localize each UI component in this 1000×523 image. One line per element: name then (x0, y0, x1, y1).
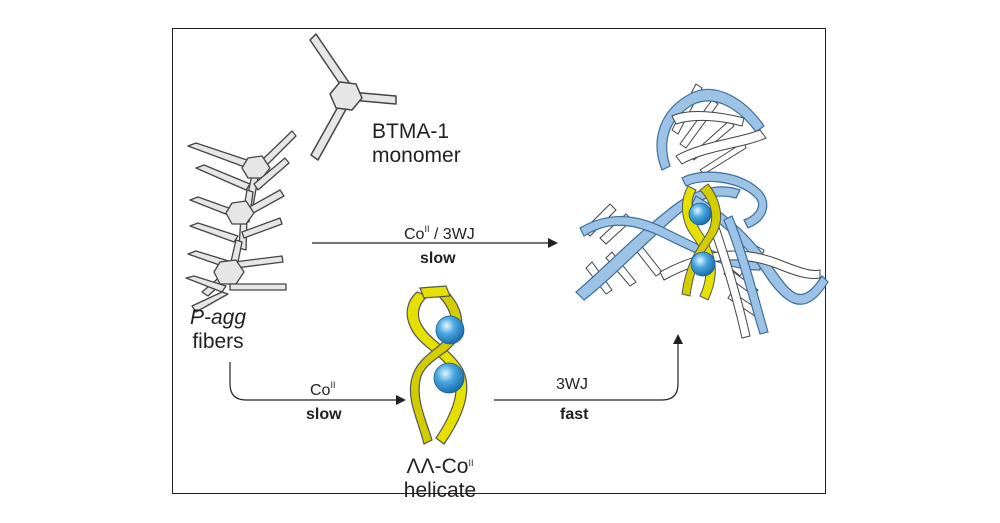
dna-3wj-complex (575, 83, 829, 339)
helicate-name: ΛΛ-CoII (406, 455, 474, 478)
bottom-left-arrow (229, 362, 406, 405)
monomer-name: BTMA-1 (372, 120, 450, 143)
fibers-label: P-agg fibers (190, 306, 246, 354)
top-arrow-reagent: CoII / 3WJ (404, 224, 475, 243)
fibers-descriptor: fibers (192, 330, 244, 353)
bottom-right-reagent: 3WJ (556, 376, 588, 393)
helicate-descriptor: helicate (403, 479, 477, 502)
bottom-left-rate: slow (306, 406, 342, 423)
fibers-molecules (185, 130, 297, 313)
bottom-right-rate: fast (560, 406, 589, 423)
monomer-descriptor: monomer (372, 144, 461, 167)
top-arrow-rate: slow (420, 250, 456, 267)
helicate-molecule (406, 285, 468, 445)
helicate-label: ΛΛ-CoII helicate (388, 451, 492, 503)
monomer-molecule (309, 33, 397, 161)
fibers-name: P-agg (190, 306, 247, 329)
figure-frame (172, 28, 826, 494)
monomer-label: BTMA-1 monomer (372, 120, 461, 168)
bottom-right-arrow (494, 334, 683, 401)
bottom-left-reagent: CoII (310, 380, 336, 399)
